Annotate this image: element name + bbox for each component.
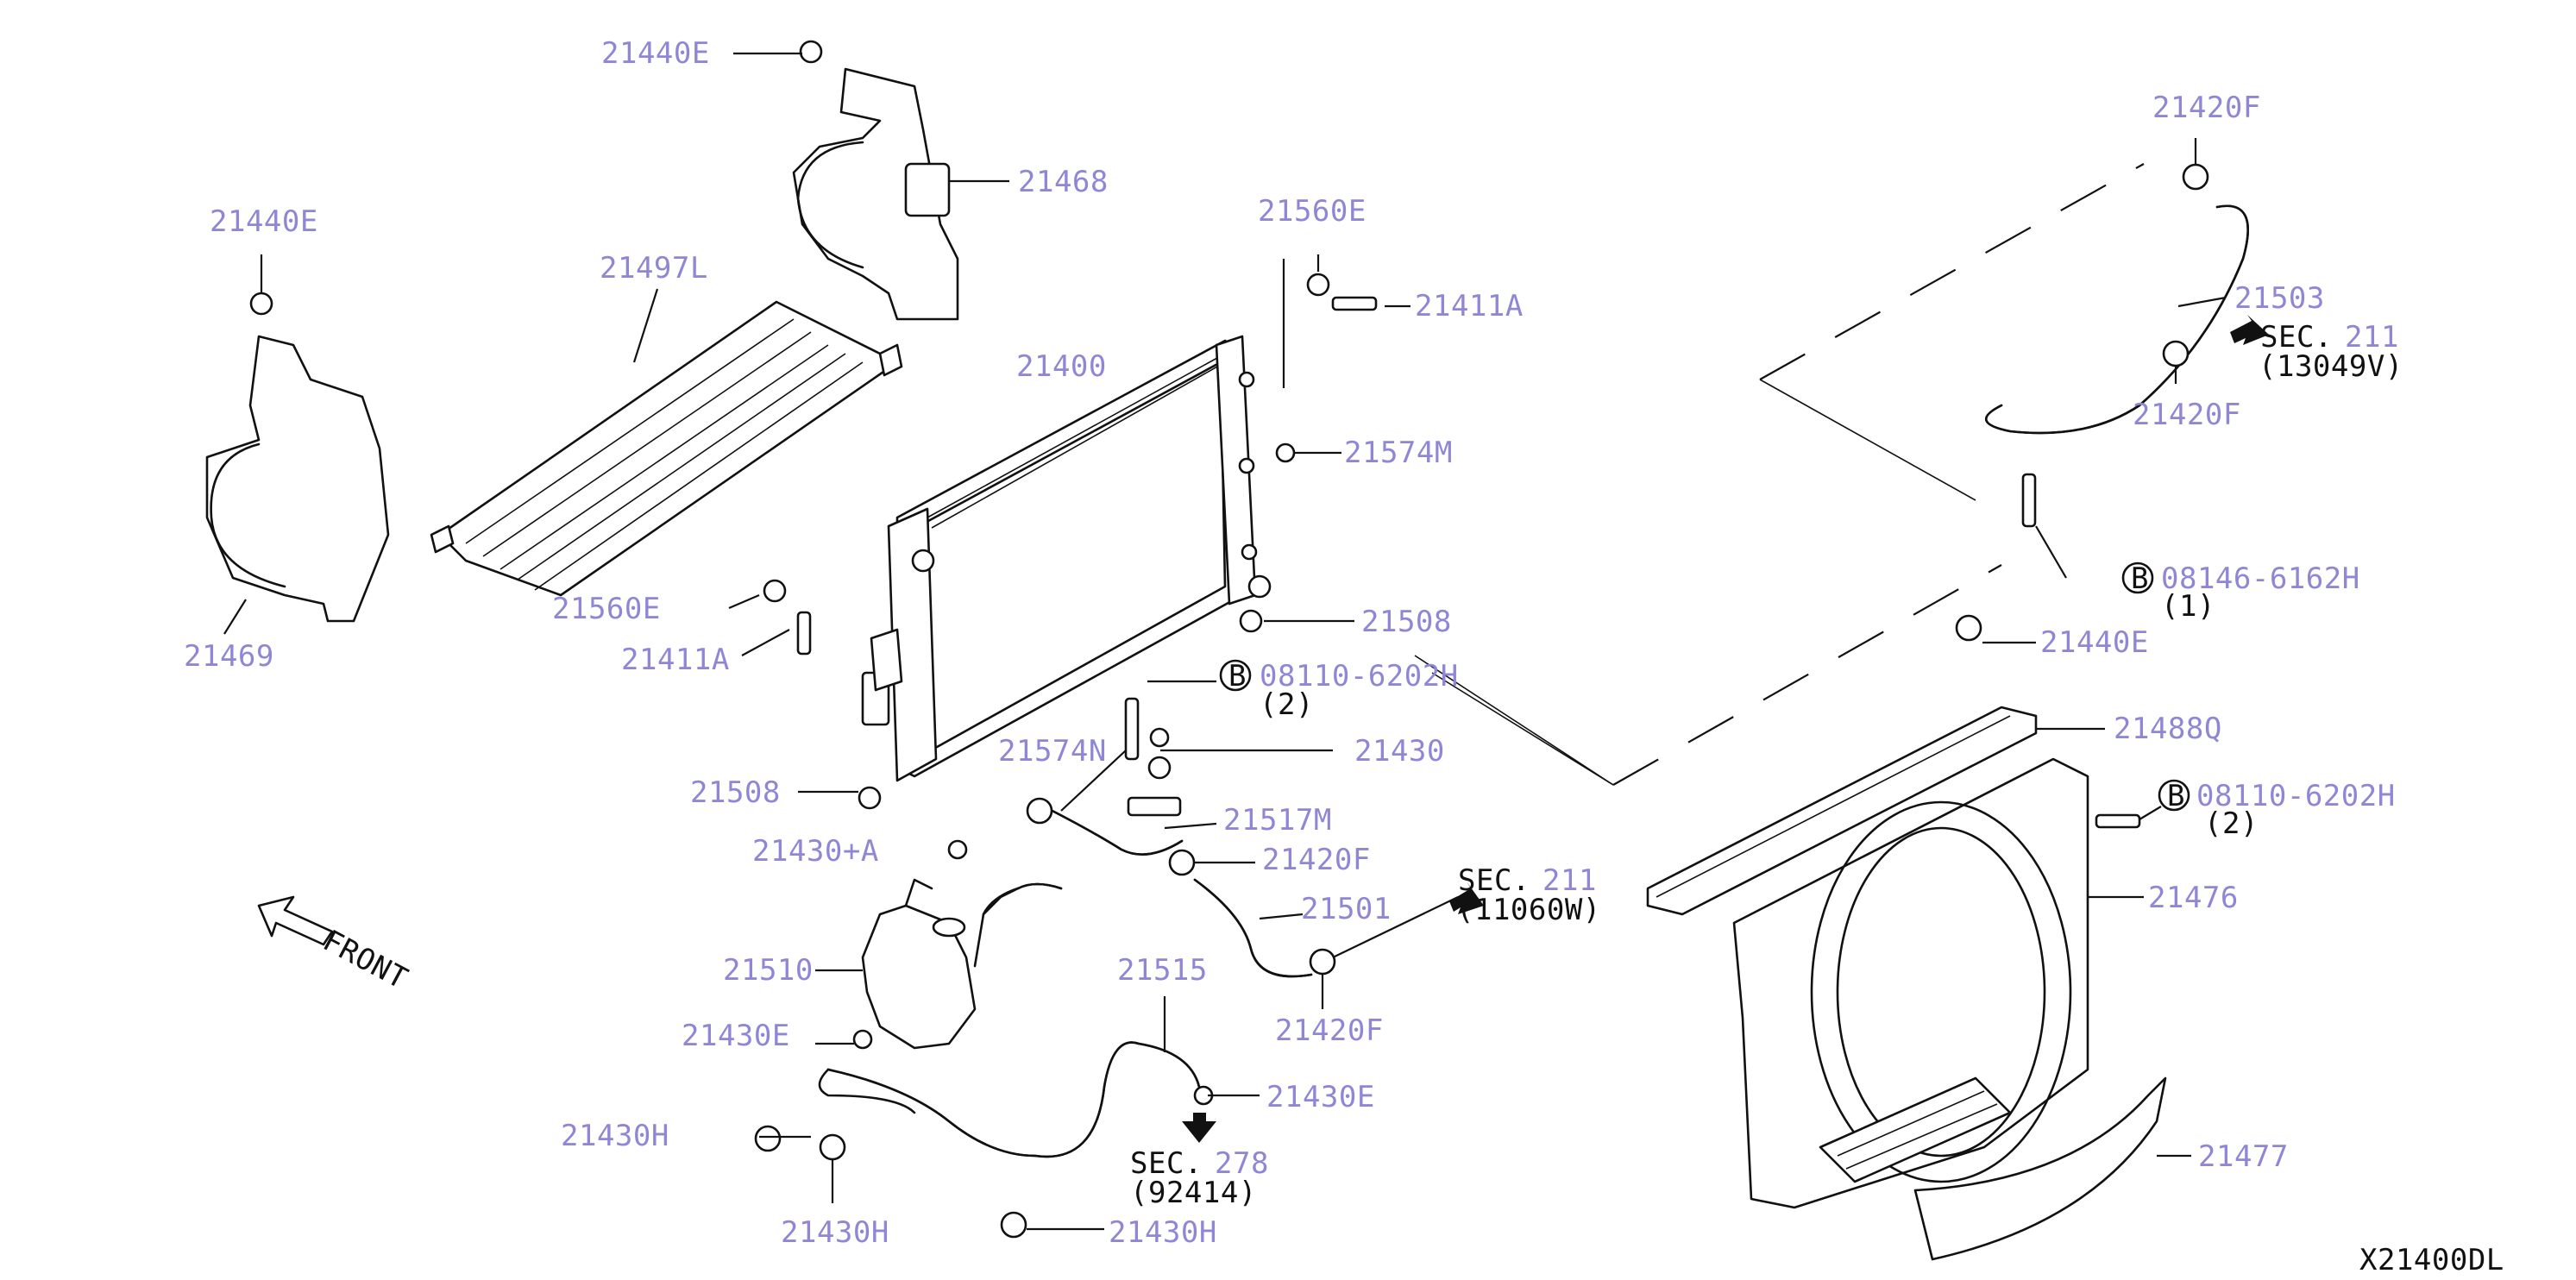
label-21430: 21430 xyxy=(1354,734,1445,769)
sec-92414-prefix: SEC. xyxy=(1130,1146,1203,1181)
label-21497L: 21497L xyxy=(600,251,708,285)
label-21477: 21477 xyxy=(2198,1139,2289,1174)
sec-13049V-prefix: SEC. xyxy=(2260,320,2333,355)
bolt-marker-1 xyxy=(2121,562,2154,594)
label-21503: 21503 xyxy=(2234,281,2325,316)
label-21476: 21476 xyxy=(2148,881,2239,915)
sec-11060W-prefix: SEC. xyxy=(1458,863,1530,898)
sec-11060W-code: (11060W) xyxy=(1456,893,1601,927)
label-21517M: 21517M xyxy=(1223,803,1332,838)
label-21560E-top: 21560E xyxy=(1258,194,1367,229)
bolt-marker-2 xyxy=(1219,659,1252,692)
bolt-part-1: 08146-6162H xyxy=(2161,562,2360,596)
bolt-letter-2: B xyxy=(1228,659,1247,693)
label-21430H-bot: 21430H xyxy=(781,1215,889,1250)
label-21560E-left: 21560E xyxy=(552,592,661,626)
label-21510: 21510 xyxy=(723,953,814,988)
hoses xyxy=(818,204,2250,1158)
label-21411A-left: 21411A xyxy=(621,643,730,677)
air-guide-21469 xyxy=(205,335,390,623)
reference-lines xyxy=(1414,163,2145,786)
label-21488Q: 21488Q xyxy=(2114,712,2222,746)
label-21430A: 21430+A xyxy=(752,834,879,869)
bolt-marker-3 xyxy=(2158,779,2190,812)
sec-13049V-num: 211 xyxy=(2345,320,2399,355)
sec-13049V-code: (13049V) xyxy=(2259,349,2403,384)
fan-shroud xyxy=(1646,706,2167,1261)
label-21468: 21468 xyxy=(1018,165,1109,199)
leader-lines xyxy=(223,52,2227,1231)
label-21420F-tr: 21420F xyxy=(2152,91,2261,125)
reservoir-tank xyxy=(861,878,1020,1050)
label-21440E-top: 21440E xyxy=(601,36,710,71)
bolt-qty-1: (1) xyxy=(2161,589,2215,624)
label-21574N: 21574N xyxy=(998,734,1107,769)
bolt-qty-3: (2) xyxy=(2204,806,2259,841)
bolt-part-2: 08110-6202H xyxy=(1260,659,1459,693)
radiator xyxy=(861,335,1272,782)
label-21574M: 21574M xyxy=(1344,436,1453,470)
bolt-letter-3: B xyxy=(2167,779,2185,813)
sec-92414-code: (92414) xyxy=(1130,1176,1257,1210)
label-21430E-left: 21430E xyxy=(682,1019,790,1053)
label-21440E-r: 21440E xyxy=(2040,625,2149,660)
label-21440E-left: 21440E xyxy=(210,204,318,239)
sec-arrow-11060W xyxy=(1449,882,1484,914)
bolt-markers xyxy=(1219,562,2190,812)
label-21420F-r: 21420F xyxy=(2133,398,2241,432)
label-21430H-bot2: 21430H xyxy=(1109,1215,1217,1250)
sec-92414-num: 278 xyxy=(1215,1146,1269,1181)
section-arrows xyxy=(1182,315,2269,1143)
label-21420F-mid: 21420F xyxy=(1262,843,1371,877)
front-arrow xyxy=(257,895,334,946)
sec-11060W-num: 211 xyxy=(1542,863,1597,898)
sec-arrow-92414 xyxy=(1182,1113,1216,1143)
label-21430H-left: 21430H xyxy=(561,1119,669,1153)
labels: 21440E 21468 21440E 21497L 21469 21560E … xyxy=(184,36,2504,1277)
diagram-id: X21400DL xyxy=(2359,1243,2504,1277)
bolt-qty-2: (2) xyxy=(1260,687,1314,722)
front-label: FRONT xyxy=(317,924,413,997)
label-21400: 21400 xyxy=(1016,349,1107,384)
label-21508-left: 21508 xyxy=(690,775,781,810)
label-21411A-top: 21411A xyxy=(1415,289,1524,323)
label-21501: 21501 xyxy=(1301,892,1392,926)
label-21469: 21469 xyxy=(184,639,274,674)
bolt-letter-1: B xyxy=(2131,562,2149,596)
label-21420F-bot: 21420F xyxy=(1275,1013,1384,1048)
label-21430E-right: 21430E xyxy=(1266,1080,1375,1114)
bolt-part-3: 08110-6202H xyxy=(2196,779,2396,813)
label-21508-right: 21508 xyxy=(1361,605,1452,639)
fasteners xyxy=(249,40,2209,1239)
air-guide-21497L xyxy=(430,300,903,597)
label-21515: 21515 xyxy=(1117,953,1208,988)
sec-arrow-13049V xyxy=(2230,315,2269,345)
air-guide-21468 xyxy=(792,67,959,321)
